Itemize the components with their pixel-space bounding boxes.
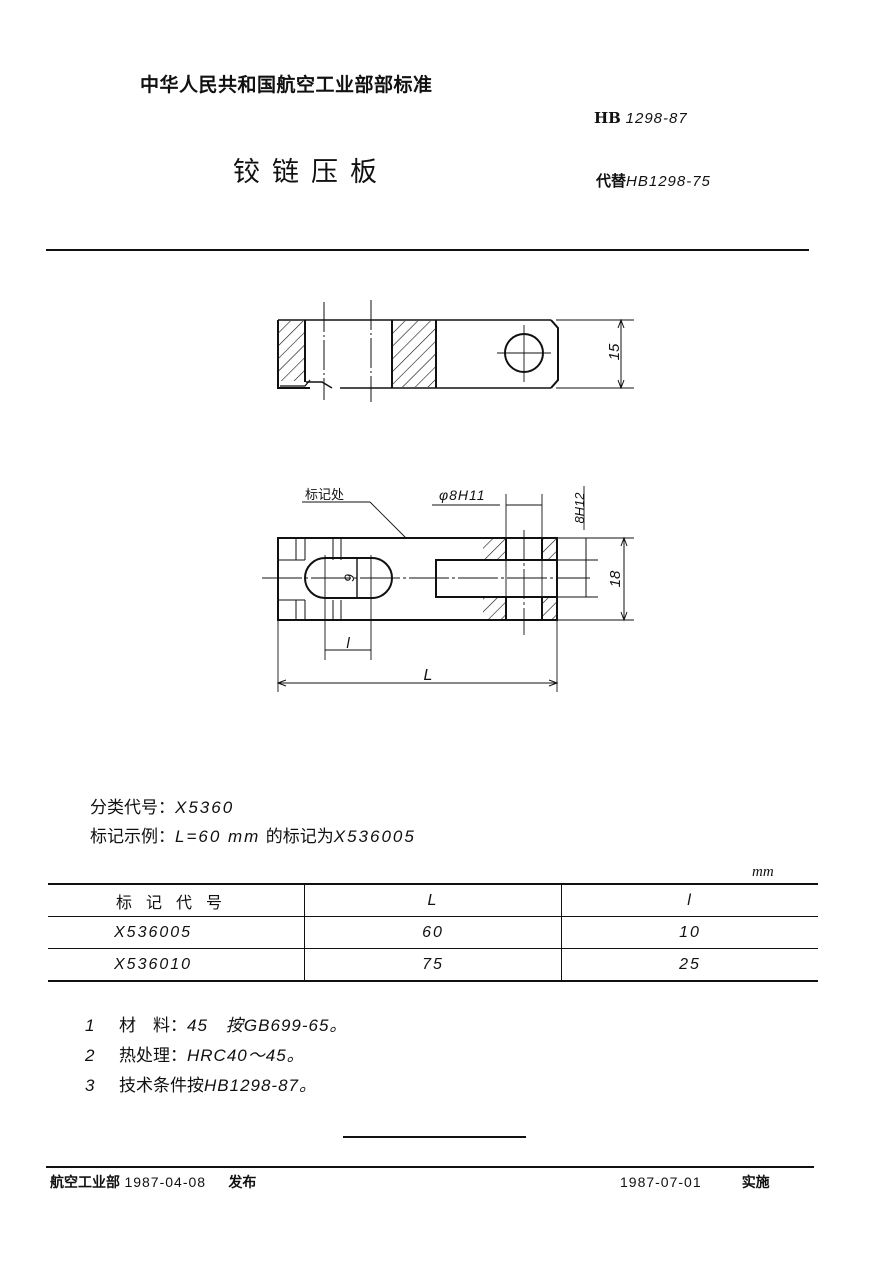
technical-notes: 1 材 料：45 按GB699-65。 2 热处理：HRC40～45。 3 技术条件按… [85, 1011, 347, 1101]
note-item: 2 热处理：HRC40～45。 [85, 1041, 347, 1071]
technical-drawing: 15 [262, 300, 634, 692]
table-row: X536010 75 25 [48, 948, 818, 981]
height-dim: 18 [607, 570, 624, 587]
cell-l: 10 [561, 916, 818, 949]
issuer: 航空工业部 [50, 1175, 120, 1191]
hole-diameter-dim: φ8H11 [439, 487, 486, 503]
note-label: 材 料： [119, 1016, 187, 1036]
mark-location-label: 标记处 [305, 488, 344, 503]
standard-number: HB 1298-87 [594, 109, 688, 127]
note-ref: GB699-65。 [243, 1016, 348, 1035]
length-dim: L [424, 667, 433, 684]
note-item: 1 材 料：45 按GB699-65。 [85, 1011, 347, 1041]
issue-date: 1987-04-08 [124, 1174, 207, 1190]
replaces-number: HB1298-75 [626, 173, 711, 190]
footer-issue: 航空工业部 1987-04-08 发布 [50, 1172, 256, 1192]
header-mark-code: 标记代号 [115, 892, 236, 912]
effective-label: 实施 [741, 1175, 770, 1191]
note-label: 技术条件按 [119, 1076, 204, 1096]
footer-divider [46, 1166, 814, 1168]
header-L: L [304, 884, 562, 917]
cell-l: 25 [561, 948, 818, 981]
cell-L: 60 [304, 916, 562, 949]
cell-mark-code: X536010 [114, 955, 193, 973]
note-number: 1 [85, 1016, 95, 1035]
document-title: 铰链压板 [233, 157, 389, 188]
header-divider [46, 249, 809, 251]
replaces-standard: 代替HB1298-75 [596, 170, 711, 191]
footer-effective: 1987-07-01 实施 [620, 1172, 770, 1192]
marking-example-value: L=60 mm [175, 827, 261, 846]
table-unit: mm [752, 864, 774, 880]
cell-L: 75 [304, 948, 562, 981]
classification-value: X5360 [175, 798, 235, 817]
marking-example-code: X536005 [333, 827, 416, 846]
note-text: 45 按 [187, 1016, 244, 1035]
note-item: 3 技术条件按HB1298-87。 [85, 1071, 347, 1101]
slot-dim: 9 [341, 574, 357, 582]
replaces-label: 代替 [596, 172, 627, 190]
effective-date: 1987-07-01 [620, 1174, 702, 1190]
top-view [277, 300, 634, 402]
front-view [262, 486, 634, 692]
issue-label: 发布 [228, 1175, 257, 1191]
note-ref: HRC40～45。 [187, 1046, 305, 1065]
top-thickness-dim: 15 [606, 343, 623, 360]
note-ref: HB1298-87。 [204, 1076, 318, 1095]
marking-example-label: 标记示例： [90, 827, 175, 847]
header-l: l [561, 884, 818, 917]
small-l-dim: l [346, 635, 350, 652]
note-number: 2 [85, 1046, 95, 1065]
table-row: X536005 60 10 [48, 916, 818, 949]
marking-example-suffix: 的标记为 [265, 827, 334, 847]
classification-label: 分类代号： [90, 798, 175, 818]
spec-table: 标记代号 L l X536005 60 10 X536010 75 25 [48, 883, 818, 982]
standard-code: 1298-87 [625, 110, 688, 127]
end-rule [343, 1136, 526, 1138]
slot-width-dim: 8H12 [572, 492, 587, 524]
note-label: 热处理： [119, 1046, 187, 1066]
standard-prefix: HB [594, 109, 621, 127]
marking-example: 标记示例：L=60 mm 的标记为X536005 [90, 822, 416, 847]
cell-mark-code: X536005 [114, 923, 193, 941]
classification-code: 分类代号：X5360 [90, 793, 234, 818]
table-header-row: 标记代号 L l [48, 884, 818, 917]
note-number: 3 [85, 1076, 95, 1095]
organization-title: 中华人民共和国航空工业部部标准 [140, 74, 433, 96]
